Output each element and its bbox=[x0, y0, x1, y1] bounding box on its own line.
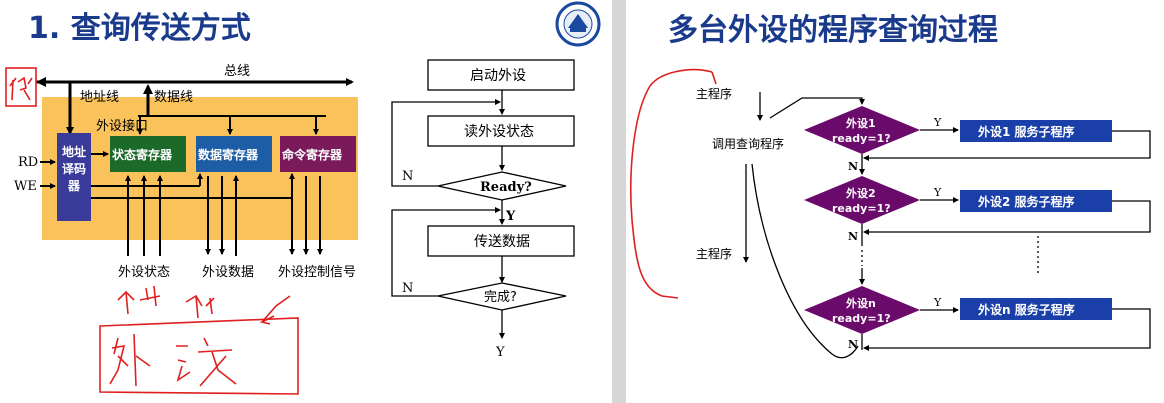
flow-ready-label: Ready? bbox=[480, 180, 532, 195]
main-program-top: 主程序 bbox=[696, 86, 732, 101]
we-label: WE bbox=[14, 179, 37, 194]
flow-loop-2 bbox=[391, 207, 501, 297]
yes-label-n: Y bbox=[933, 296, 942, 309]
peripheral-status-label: 外设状态 bbox=[118, 265, 170, 280]
flow-read-label: 读外设状态 bbox=[464, 123, 534, 140]
decoder-line-3: 器 bbox=[67, 179, 81, 193]
flowchart: 启动外设 读外设状态 Ready? Y N 传送数据 完成? N Y bbox=[391, 59, 575, 360]
flow-transfer-label: 传送数据 bbox=[474, 234, 530, 250]
flow-transfer-box bbox=[427, 225, 575, 257]
flow-done-diamond bbox=[437, 282, 567, 311]
data-register bbox=[196, 136, 272, 172]
flow-loop-1 bbox=[391, 99, 501, 187]
bus-left-arrow-head bbox=[36, 77, 46, 87]
diamond-device-1 bbox=[804, 106, 920, 154]
right-panel: 多台外设的程序查询过程 主程序 调用查询程序 主程序 外设1 ready=1? … bbox=[630, 13, 1151, 359]
command-register-label: 命令寄存器 bbox=[281, 147, 343, 162]
return-curve bbox=[751, 163, 859, 359]
data-line-arrow-head bbox=[143, 84, 153, 94]
flow-start-box bbox=[427, 59, 575, 91]
diamond-2-line-2: ready=1? bbox=[832, 202, 891, 215]
service-2-label: 外设2 服务子程序 bbox=[978, 194, 1075, 209]
enter-poll-arrow bbox=[769, 97, 865, 119]
no-arrows bbox=[859, 154, 1039, 350]
decoder-line-2: 译码 bbox=[62, 162, 86, 176]
university-logo bbox=[555, 1, 601, 47]
red-bracket-annotation bbox=[630, 68, 717, 299]
address-decoder bbox=[57, 133, 91, 221]
service-return-paths bbox=[863, 130, 1151, 351]
data-register-label: 数据寄存器 bbox=[198, 147, 259, 162]
diamond-1-line-2: ready=1? bbox=[832, 132, 891, 145]
left-title: 1. 查询传送方式 bbox=[28, 11, 251, 46]
flow-start-label: 启动外设 bbox=[470, 68, 526, 84]
flow-done-label: 完成? bbox=[484, 290, 517, 305]
diamond-2-line-1: 外设2 bbox=[845, 186, 876, 200]
flow-read-box bbox=[427, 115, 575, 147]
yes-label-1: Y bbox=[933, 116, 942, 129]
diamond-1-line-1: 外设1 bbox=[845, 116, 876, 130]
command-register bbox=[280, 136, 356, 172]
service-box-n bbox=[960, 298, 1112, 320]
left-panel: 1. 查询传送方式 外设接口 总线 地址线 数据线 地址 译码 器 bbox=[5, 1, 601, 395]
diamond-device-n bbox=[804, 286, 920, 334]
peripheral-lines bbox=[125, 175, 323, 256]
decoder-line-1: 地址 bbox=[62, 144, 86, 159]
diamond-n-line-1: 外设n bbox=[845, 296, 876, 310]
peripheral-control-label: 外设控制信号 bbox=[278, 265, 356, 280]
no-label-1: N bbox=[848, 160, 858, 173]
main-program-bottom: 主程序 bbox=[696, 246, 732, 261]
yes-label-2: Y bbox=[933, 186, 942, 199]
flow-ready-diamond bbox=[437, 171, 567, 201]
status-register-label: 状态寄存器 bbox=[112, 147, 173, 162]
panel-divider bbox=[612, 0, 626, 403]
bus-label: 总线 bbox=[224, 64, 250, 79]
interface-label: 外设接口 bbox=[96, 118, 148, 134]
rd-label: RD bbox=[18, 155, 38, 170]
right-title: 多台外设的程序查询过程 bbox=[668, 13, 998, 48]
no-label-n: N bbox=[848, 338, 858, 351]
service-n-label: 外设n 服务子程序 bbox=[978, 302, 1075, 317]
flow-ready-no: N bbox=[402, 169, 413, 184]
flow-done-yes: Y bbox=[495, 345, 505, 360]
service-box-2 bbox=[960, 190, 1112, 212]
service-1-label: 外设1 服务子程序 bbox=[978, 124, 1075, 139]
diamond-n-line-2: ready=1? bbox=[832, 312, 891, 325]
data-line-label: 数据线 bbox=[154, 90, 193, 105]
no-label-2: N bbox=[848, 230, 858, 243]
red-annotations bbox=[5, 67, 299, 395]
call-polling-program: 调用查询程序 bbox=[712, 136, 784, 151]
address-line-label: 地址线 bbox=[80, 90, 119, 105]
status-register bbox=[110, 136, 186, 172]
flow-ready-yes: Y bbox=[505, 209, 516, 224]
flow-done-no: N bbox=[402, 281, 413, 296]
yes-arrows bbox=[920, 127, 959, 313]
diamond-device-2 bbox=[804, 176, 920, 224]
peripheral-data-label: 外设数据 bbox=[202, 265, 254, 280]
service-box-1 bbox=[960, 120, 1112, 142]
